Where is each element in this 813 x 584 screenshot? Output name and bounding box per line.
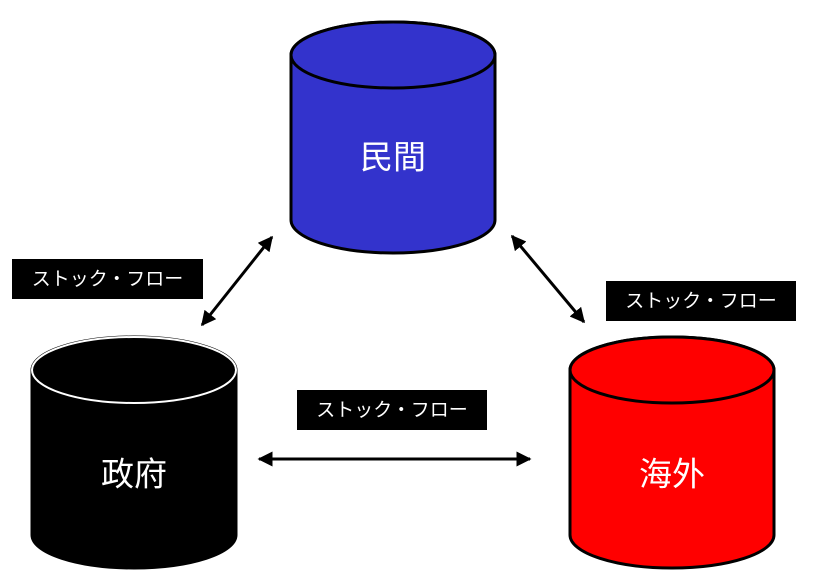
government-sector-label: 政府	[101, 455, 167, 494]
government-cylinder-top	[31, 336, 237, 404]
overseas-cylinder-top	[568, 335, 776, 405]
private-sector-label: 民間	[360, 138, 426, 177]
private-sector-cylinder: 民間	[289, 20, 497, 255]
private-government-arrow	[200, 235, 274, 327]
overseas-sector-label: 海外	[639, 455, 705, 494]
government-sector-cylinder: 政府	[30, 335, 238, 570]
private-government-flow-label: ストック・フロー	[12, 259, 203, 299]
private-cylinder-top	[289, 20, 497, 90]
private-overseas-flow-label: ストック・フロー	[606, 281, 796, 321]
overseas-sector-cylinder: 海外	[568, 335, 776, 570]
government-overseas-flow-label: ストック・フロー	[297, 390, 487, 430]
private-overseas-arrow	[510, 234, 586, 324]
